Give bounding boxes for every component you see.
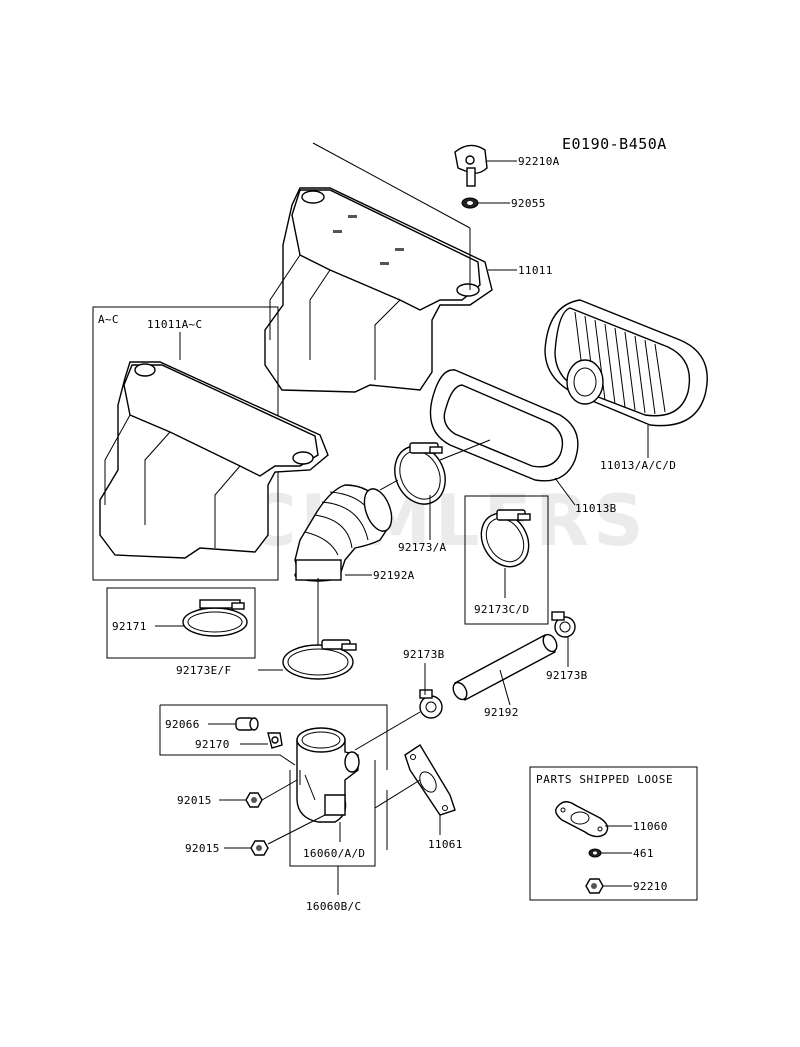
label-11011AC: 11011A~C [147, 318, 202, 331]
label-92173EF: 92173E/F [176, 664, 231, 677]
label-92173A: 92173/A [398, 541, 447, 554]
label-461: 461 [633, 847, 654, 860]
label-92170: 92170 [195, 738, 230, 751]
label-AC: A~C [98, 313, 119, 326]
hose-clamp-cd[interactable] [472, 505, 538, 575]
label-92066: 92066 [165, 718, 200, 731]
hose-clip-left[interactable] [419, 689, 443, 719]
label-11013ACD: 11013/A/C/D [600, 459, 676, 472]
nut-92210[interactable] [585, 878, 604, 894]
label-92192: 92192 [484, 706, 519, 719]
parts-shipped-loose-box [529, 766, 698, 901]
air-cleaner-cover-variant[interactable] [99, 361, 329, 559]
label-92015-top: 92015 [177, 794, 212, 807]
label-92210A: 92210A [518, 155, 560, 168]
label-11060: 11060 [633, 820, 668, 833]
clamp-92171-box [106, 587, 256, 659]
label-16060AD: 16060/A/D [303, 847, 365, 860]
label-92173CD: 92173C/D [474, 603, 529, 616]
label-92015-bottom: 92015 [185, 842, 220, 855]
gasket-11061[interactable] [404, 744, 456, 816]
clamp-variant-box [464, 495, 549, 625]
intake-elbow[interactable] [296, 727, 360, 823]
clip-92170[interactable] [267, 732, 283, 749]
label-92171: 92171 [112, 620, 147, 633]
label-16060BC: 16060B/C [306, 900, 361, 913]
gasket-11060[interactable] [555, 801, 609, 838]
label-92210: 92210 [633, 880, 668, 893]
hose-clip-right[interactable] [551, 611, 576, 638]
washer-461[interactable] [588, 848, 602, 858]
pre-filter[interactable] [429, 369, 579, 482]
air-cleaner-cover[interactable] [264, 187, 493, 393]
nut-92015-top[interactable] [245, 792, 263, 808]
label-11013B: 11013B [575, 502, 617, 515]
label-92173B-right: 92173B [546, 669, 588, 682]
label-92055: 92055 [511, 197, 546, 210]
plug-92066[interactable] [235, 717, 259, 731]
hose-clamp-a[interactable] [386, 438, 455, 513]
label-92173B-left: 92173B [403, 648, 445, 661]
hose-clamp-ef[interactable] [282, 639, 357, 680]
label-11011: 11011 [518, 264, 553, 277]
label-92192A: 92192A [373, 569, 415, 582]
label-11061: 11061 [428, 838, 463, 851]
nut-92015-bottom[interactable] [250, 840, 269, 856]
breather-tube[interactable] [450, 632, 559, 702]
diagram-code: E0190-B450A [562, 135, 667, 153]
worm-clamp[interactable] [182, 599, 248, 637]
wing-knob[interactable] [454, 144, 488, 187]
parts-box-title: PARTS SHIPPED LOOSE [536, 773, 673, 786]
air-filter-element[interactable] [544, 299, 708, 427]
